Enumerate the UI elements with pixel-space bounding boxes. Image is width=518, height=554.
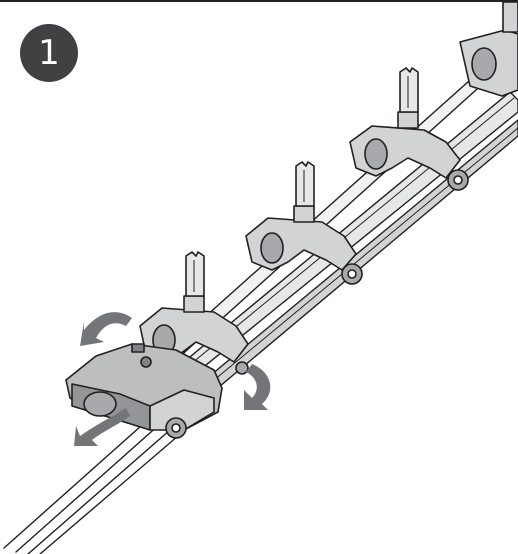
clamp-3 <box>349 67 469 191</box>
clamp-4 <box>459 1 518 97</box>
end-connector-block <box>65 343 223 439</box>
rotation-arrow-right <box>244 364 271 410</box>
rotation-arrow-bottom-left <box>74 408 130 446</box>
clamp-2 <box>245 161 363 285</box>
step-number: 1 <box>38 33 60 73</box>
step-number-badge: 1 <box>20 24 78 82</box>
rotation-arrow-top <box>80 312 132 346</box>
rail-track <box>3 63 518 554</box>
